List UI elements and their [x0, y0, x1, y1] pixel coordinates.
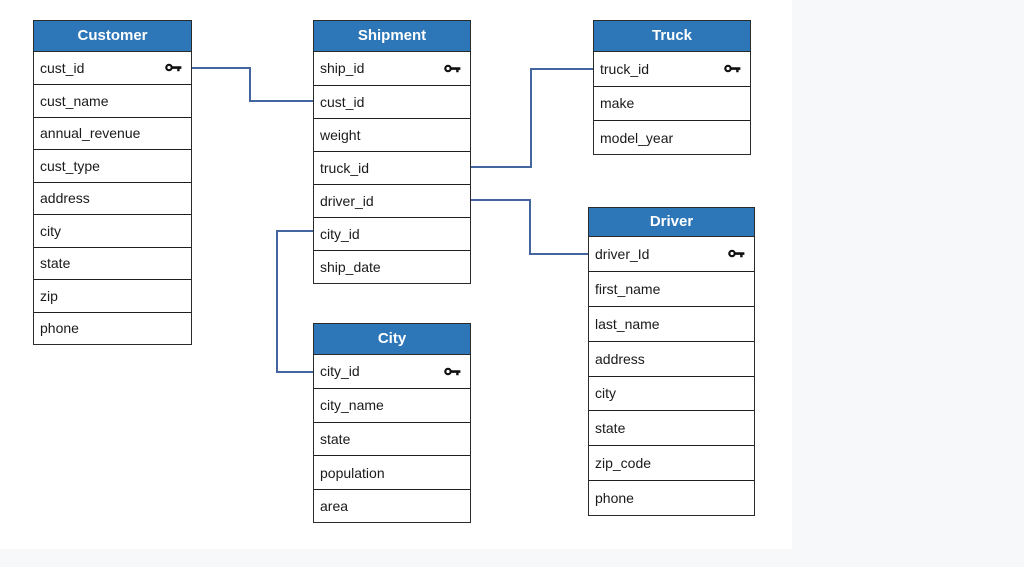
- field-row-city[interactable]: city: [589, 375, 754, 411]
- relationship-connectors: [192, 67, 593, 373]
- field-name: zip_code: [595, 454, 652, 471]
- field-row-city_id[interactable]: city_id: [314, 216, 470, 250]
- field-row-city[interactable]: city: [34, 214, 191, 247]
- connector-shipment-truck[interactable]: [470, 68, 593, 168]
- field-row-area[interactable]: area: [314, 488, 470, 523]
- field-name: truck_id: [600, 60, 650, 77]
- field-row-zip_code[interactable]: zip_code: [589, 445, 754, 480]
- field-row-cust_name[interactable]: cust_name: [34, 84, 191, 117]
- table-shipment-header: Shipment: [314, 21, 470, 52]
- table-customer-header: Customer: [34, 21, 191, 52]
- field-row-annual_revenue[interactable]: annual_revenue: [34, 116, 191, 149]
- field-name: city_id: [320, 225, 360, 242]
- field-row-last_name[interactable]: last_name: [589, 306, 754, 341]
- field-name: first_name: [595, 281, 661, 298]
- field-row-first_name[interactable]: first_name: [589, 271, 754, 306]
- field-name: make: [600, 95, 635, 112]
- field-row-truck_id[interactable]: truck_id: [594, 51, 750, 86]
- field-row-weight[interactable]: weight: [314, 117, 470, 151]
- field-name: last_name: [595, 315, 660, 332]
- table-truck-header: Truck: [594, 21, 750, 52]
- field-name: ship_date: [320, 258, 381, 275]
- field-name: driver_Id: [595, 245, 650, 262]
- field-row-phone[interactable]: phone: [589, 479, 754, 515]
- field-row-address[interactable]: address: [589, 340, 754, 376]
- field-name: state: [595, 420, 626, 437]
- field-name: phone: [40, 320, 79, 337]
- field-row-city_name[interactable]: city_name: [314, 388, 470, 422]
- field-name: city_id: [320, 363, 360, 380]
- field-row-cust_type[interactable]: cust_type: [34, 149, 191, 182]
- table-city-header: City: [314, 324, 470, 355]
- field-name: model_year: [600, 129, 674, 146]
- field-name: phone: [595, 489, 634, 506]
- field-row-zip[interactable]: zip: [34, 279, 191, 312]
- field-name: cust_type: [40, 157, 100, 174]
- primary-key-icon: [165, 63, 182, 72]
- field-name: city: [40, 222, 61, 239]
- field-name: driver_id: [320, 192, 374, 209]
- field-row-ship_id[interactable]: ship_id: [314, 51, 470, 85]
- field-name: weight: [320, 126, 361, 143]
- primary-key-icon: [728, 250, 745, 258]
- field-name: population: [320, 464, 385, 481]
- field-row-state[interactable]: state: [589, 410, 754, 445]
- field-name: state: [40, 255, 71, 272]
- field-row-truck_id[interactable]: truck_id: [314, 150, 470, 184]
- field-row-phone[interactable]: phone: [34, 311, 191, 344]
- field-row-cust_id[interactable]: cust_id: [314, 84, 470, 118]
- field-row-state[interactable]: state: [34, 246, 191, 279]
- field-name: address: [595, 350, 645, 367]
- field-name: cust_id: [40, 59, 85, 76]
- field-row-driver_Id[interactable]: driver_Id: [589, 236, 754, 272]
- field-name: address: [40, 190, 90, 207]
- connector-shipment-city[interactable]: [276, 230, 313, 373]
- field-name: state: [320, 430, 351, 447]
- field-name: area: [320, 498, 349, 515]
- field-name: cust_id: [320, 93, 365, 110]
- field-row-ship_date[interactable]: ship_date: [314, 249, 470, 283]
- field-row-driver_id[interactable]: driver_id: [314, 183, 470, 217]
- field-row-make[interactable]: make: [594, 85, 750, 121]
- field-name: ship_id: [320, 60, 365, 76]
- field-row-model_year[interactable]: model_year: [594, 120, 750, 155]
- field-row-population[interactable]: population: [314, 455, 470, 489]
- primary-key-icon: [444, 64, 461, 72]
- field-row-address[interactable]: address: [34, 181, 191, 214]
- primary-key-icon: [724, 64, 741, 73]
- field-row-state[interactable]: state: [314, 421, 470, 456]
- field-name: city: [595, 385, 616, 402]
- connector-customer-shipment[interactable]: [192, 67, 313, 102]
- field-name: zip: [40, 287, 58, 304]
- field-name: cust_name: [40, 92, 109, 109]
- field-name: truck_id: [320, 159, 370, 176]
- field-row-cust_id[interactable]: cust_id: [34, 51, 191, 84]
- field-name: city_name: [320, 397, 384, 414]
- connector-shipment-driver[interactable]: [470, 199, 588, 255]
- field-row-city_id[interactable]: city_id: [314, 354, 470, 389]
- primary-key-icon: [444, 367, 461, 376]
- field-name: annual_revenue: [40, 125, 141, 142]
- table-driver-header: Driver: [589, 208, 754, 237]
